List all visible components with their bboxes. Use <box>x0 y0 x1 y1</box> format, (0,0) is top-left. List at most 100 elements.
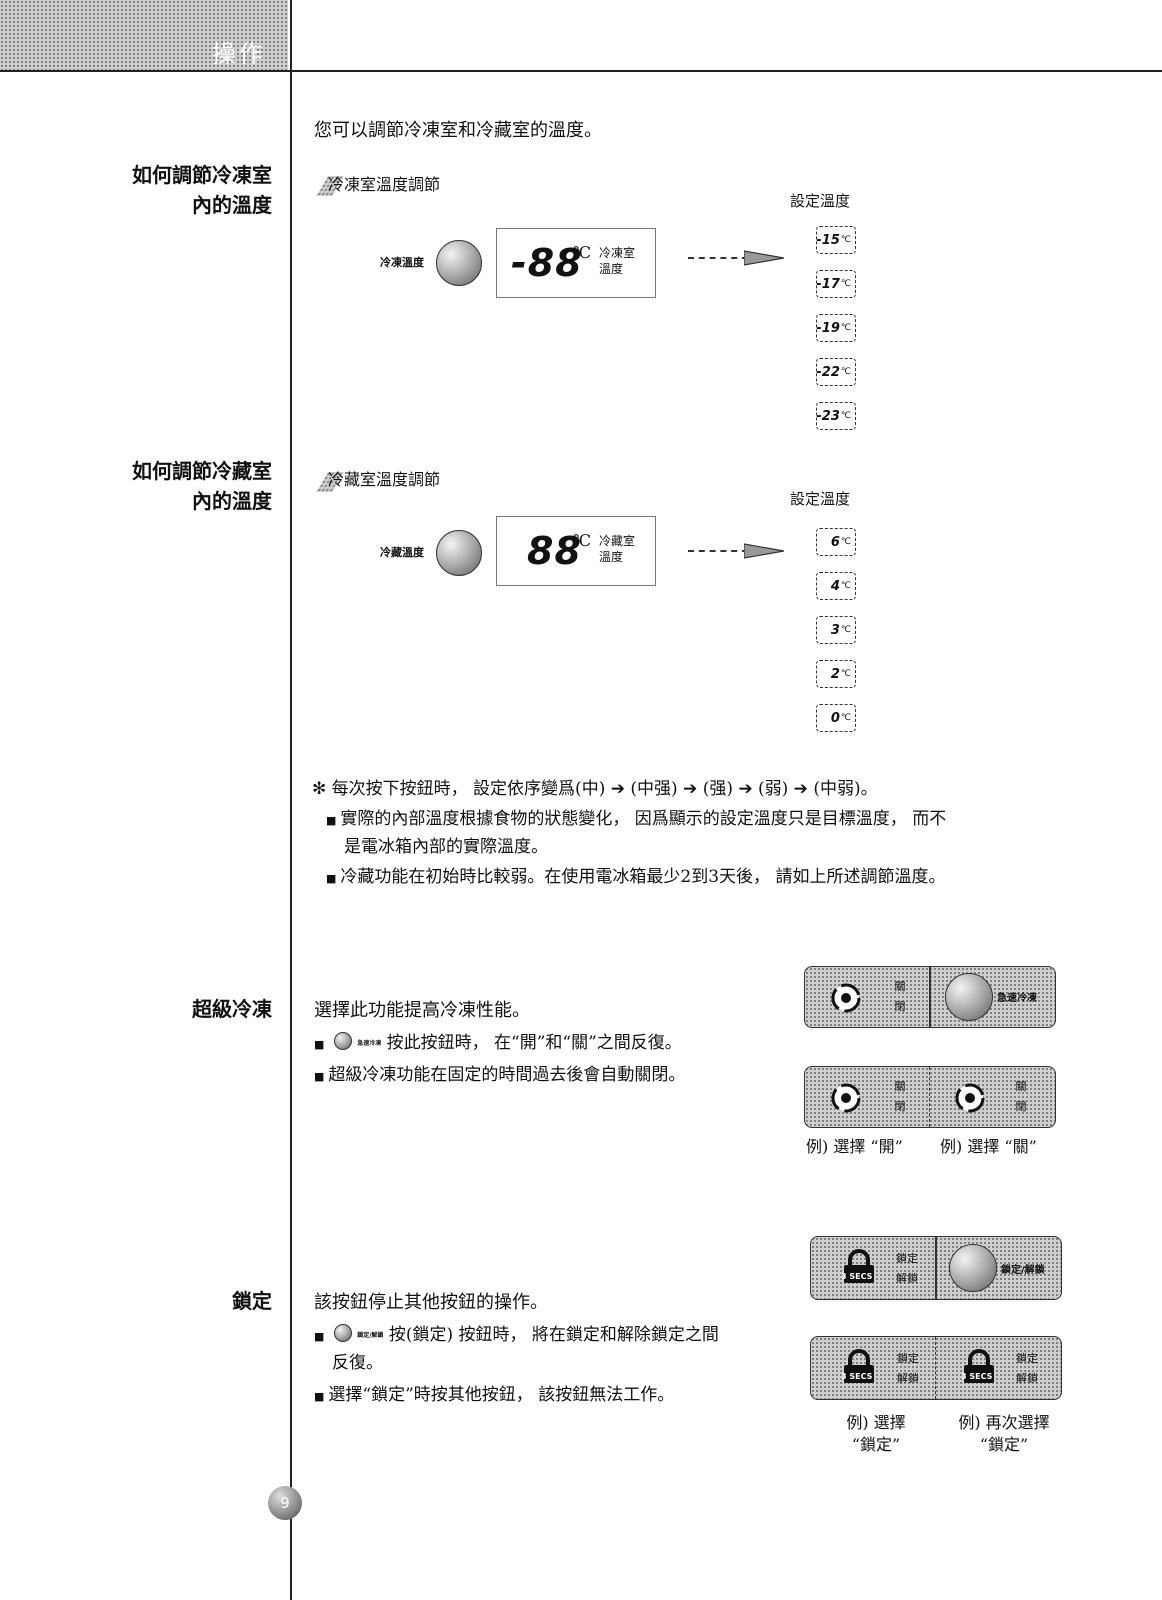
bullet-icon: ■ <box>314 1038 325 1051</box>
setting-unit: ℃ <box>840 279 851 289</box>
fridge-button-label: 冷藏溫度 <box>380 546 424 559</box>
setting-unit: ℃ <box>840 323 851 333</box>
freezer-subtitle: 冷凍室溫度調節 <box>328 175 441 194</box>
example-unlock-indicator: 鎖定 解鎖 <box>1007 1349 1047 1389</box>
freezer-temp-button[interactable] <box>436 240 482 286</box>
vertical-rule <box>290 0 292 1600</box>
setting-unit: ℃ <box>840 411 851 421</box>
intro-text: 您可以調節冷凍室和冷藏室的溫度。 <box>314 120 602 141</box>
panel-divider <box>935 1337 936 1399</box>
setting-unit: ℃ <box>840 537 851 547</box>
indicator-on-label: 關 <box>894 1080 906 1093</box>
bullet-icon: ■ <box>314 1330 325 1343</box>
note-bullet-1-line1: 實際的內部溫度根據食物的狀態變化， 因爲顯示的設定溫度只是目標溫度， 而不 <box>340 809 947 829</box>
fridge-heading-line1: 如何調節冷藏室 <box>132 459 272 483</box>
setting-unit: ℃ <box>840 367 851 377</box>
note-bullet-1: ■實際的內部溫度根據食物的狀態變化， 因爲顯示的設定溫度只是目標溫度， 而不 是… <box>326 806 1066 860</box>
example-indicator-on: 關 閉 <box>877 1077 923 1117</box>
lock-panel: 3 SECS 鎖定 解鎖 鎖定/解鎖 <box>810 1236 1062 1300</box>
lock-button[interactable] <box>949 1244 997 1292</box>
setting-unit: ℃ <box>840 581 851 591</box>
super-freeze-caption-right: 例) 選擇 “關” <box>940 1137 1037 1156</box>
lock-caption-right: 例) 再次選擇 “鎖定” <box>944 1412 1064 1456</box>
freezer-display-label-line1: 冷凍室 <box>599 246 636 260</box>
bullet-icon: ■ <box>326 814 337 827</box>
fridge-temp-button[interactable] <box>436 530 482 576</box>
freezer-button-label: 冷凍溫度 <box>380 256 424 269</box>
setting-value-box: 6℃ <box>816 528 856 556</box>
snowflake-swirl-icon <box>831 983 861 1013</box>
freezer-display-unit: ℃ <box>573 243 591 262</box>
fridge-heading-line2: 內的溫度 <box>192 489 272 513</box>
fridge-display-label-line2: 溫度 <box>599 550 624 564</box>
panel-divider <box>929 967 931 1027</box>
setting-value-box: -15℃ <box>816 226 856 254</box>
panel-divider <box>935 1237 937 1299</box>
freezer-heading-line1: 如何調節冷凍室 <box>132 163 272 187</box>
setting-value-box: -23℃ <box>816 402 856 430</box>
indicator-off-label: 閉 <box>894 1100 906 1113</box>
super-freeze-inline-label: 急速冷凍 <box>357 1040 382 1047</box>
super-freeze-inline-button-icon <box>333 1032 352 1050</box>
lock-icon <box>964 1349 994 1383</box>
setting-value: -23 <box>816 408 840 424</box>
lock-heading: 鎖定 <box>232 1289 272 1313</box>
lock-icon <box>844 1249 874 1283</box>
lock-bullet-1-line1: 按(鎖定) 按鈕時， 將在鎖定和解除鎖定之間 <box>388 1325 719 1345</box>
setting-value: -22 <box>816 364 840 380</box>
header-tab <box>0 0 288 70</box>
lock-caption-left-line1: 例) 選擇 <box>846 1413 906 1432</box>
super-freeze-button[interactable] <box>945 973 993 1021</box>
fridge-display-label-line1: 冷藏室 <box>599 534 636 548</box>
lock-bullet-1-line2: 反復。 <box>332 1353 383 1373</box>
fridge-heading: 如何調節冷藏室 內的溫度 <box>22 456 272 516</box>
super-freeze-panel: 關 閉 急速冷凍 <box>804 966 1056 1028</box>
note-main: ✻ 每次按下按鈕時， 設定依序變爲(中) ➔ (中强) ➔ (强) ➔ (弱) … <box>312 776 878 802</box>
bullet-icon: ■ <box>326 872 337 885</box>
setting-value: -17 <box>816 276 840 292</box>
super-freeze-heading: 超級冷凍 <box>192 997 272 1021</box>
lock-bullet-1: ■ 鎖定/解鎖 按(鎖定) 按鈕時， 將在鎖定和解除鎖定之間 反復。 <box>314 1322 719 1376</box>
lock-button-label: 鎖定/解鎖 <box>1001 1265 1045 1276</box>
lock-secs-label: 3 SECS <box>841 1372 873 1381</box>
super-freeze-example-panel: 關 閉 關 閉 <box>804 1066 1056 1128</box>
fridge-display-unit: ℃ <box>573 531 591 550</box>
setting-value-box: -19℃ <box>816 314 856 342</box>
example-lock-indicator: 鎖定 解鎖 <box>889 1349 927 1389</box>
super-freeze-bullet-2: ■超級冷凍功能在固定的時間過去後會自動關閉。 <box>314 1062 685 1090</box>
page-number: 9 <box>268 1486 302 1520</box>
super-freeze-bullet-2-text: 超級冷凍功能在固定的時間過去後會自動關閉。 <box>328 1065 686 1085</box>
freezer-display-label-line2: 溫度 <box>599 262 624 276</box>
freezer-arrow-line <box>688 257 748 259</box>
setting-value-box: -17℃ <box>816 270 856 298</box>
snowflake-swirl-icon <box>831 1083 861 1113</box>
setting-unit: ℃ <box>840 625 851 635</box>
lock-example-panel: 3 SECS 鎖定 解鎖 3 SECS 鎖定 解鎖 <box>810 1336 1062 1400</box>
super-freeze-bullet-1-text: 按此按鈕時， 在“開”和“關”之間反復。 <box>386 1033 682 1053</box>
setting-value: 6 <box>830 534 840 550</box>
lock-inline-label: 鎖定/解鎖 <box>357 1332 384 1339</box>
setting-value: 2 <box>830 666 840 682</box>
lock-bullet-2: ■選擇“鎖定”時按其他按鈕， 該按鈕無法工作。 <box>314 1382 674 1410</box>
setting-unit: ℃ <box>840 235 851 245</box>
bullet-icon: ■ <box>314 1390 325 1403</box>
setting-value: 0 <box>830 710 840 726</box>
setting-unit: ℃ <box>840 669 851 679</box>
fridge-display-label: 冷藏室 溫度 <box>599 533 635 565</box>
freezer-display-label: 冷凍室 溫度 <box>599 245 635 277</box>
lock-icon <box>844 1349 874 1383</box>
setting-value-box: -22℃ <box>816 358 856 386</box>
super-freeze-caption-left: 例) 選擇 “開” <box>806 1137 903 1156</box>
freezer-display: -88 ℃ 冷凍室 溫度 <box>496 228 656 298</box>
fridge-settings-title: 設定溫度 <box>790 490 851 508</box>
lock-caption-left: 例) 選擇 “鎖定” <box>826 1412 926 1456</box>
indicator-on-label: 關 <box>1015 1080 1027 1093</box>
fridge-subtitle: 冷藏室溫度調節 <box>328 470 441 489</box>
top-rule <box>0 70 1162 72</box>
snowflake-swirl-icon <box>955 1083 985 1113</box>
freezer-settings-title: 設定溫度 <box>790 192 851 210</box>
setting-value: 4 <box>830 578 840 594</box>
lock-indicator-label: 鎖定 <box>897 1352 919 1365</box>
super-freeze-button-label: 急速冷凍 <box>997 993 1037 1004</box>
setting-unit: ℃ <box>840 713 851 723</box>
